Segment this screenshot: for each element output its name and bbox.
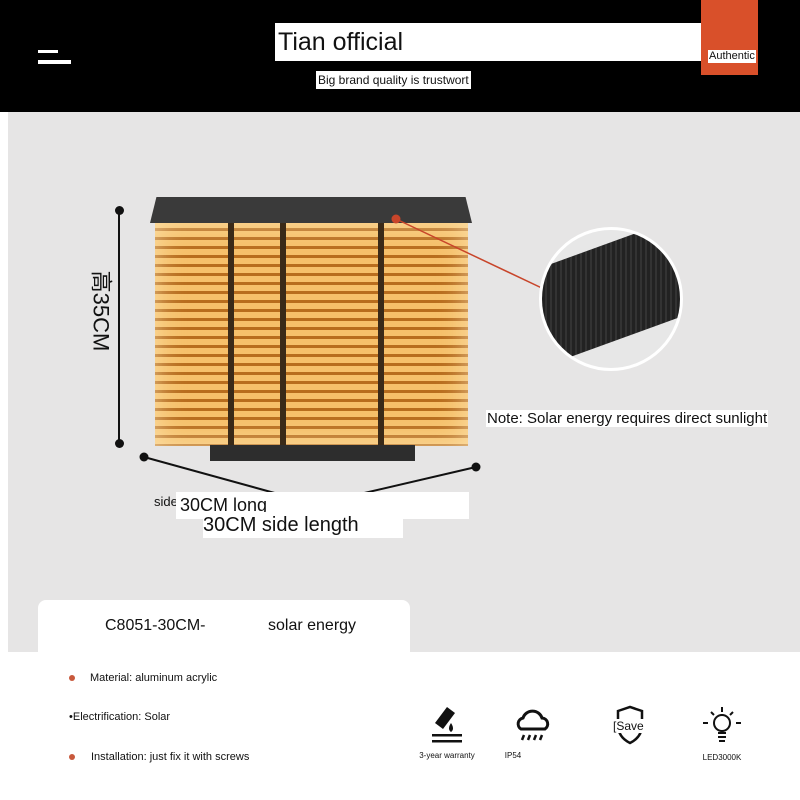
power-type: solar energy <box>268 617 357 634</box>
spec-installation: Installation: just fix it with screws <box>91 751 250 763</box>
lamp-post <box>228 222 234 446</box>
lamp-post <box>280 222 286 446</box>
feature-ip54: IP54 <box>488 705 578 760</box>
dimension-dot <box>115 206 124 215</box>
dimension-dot <box>115 439 124 448</box>
depth-dimension-line <box>359 466 477 495</box>
rain-cloud-icon <box>516 709 550 741</box>
height-dimension-line <box>118 210 120 443</box>
feature-label: IP54 <box>504 751 522 760</box>
feature-label: LED3000K <box>702 753 742 762</box>
feature-led: LED3000K <box>677 705 767 762</box>
callout-line <box>395 218 547 291</box>
side-length-label: 30CM side length <box>203 512 403 538</box>
spec-electrification: •Electrification: Solar <box>69 711 171 723</box>
feature-label: 3-year warranty <box>419 751 475 760</box>
dimension-dot <box>471 462 481 472</box>
light-bulb-icon <box>703 707 741 742</box>
solar-panel-detail <box>539 227 683 371</box>
authentic-badge-text: Authentic <box>708 50 756 63</box>
lamp-solar-lid <box>150 197 472 223</box>
waterproof-icon <box>432 707 462 743</box>
callout-dot <box>391 214 401 224</box>
lamp-body <box>155 222 468 446</box>
bullet-dot <box>69 754 75 760</box>
solar-panel-closeup <box>542 230 680 368</box>
feature-warranty: 3-year warranty <box>402 705 492 760</box>
lamp-base <box>210 445 415 461</box>
side-label-fragment: side <box>154 494 178 509</box>
spec-material: Material: aluminum acrylic <box>90 672 218 684</box>
menu-icon[interactable] <box>38 50 58 53</box>
lamp-post <box>378 222 384 446</box>
sunlight-note: Note: Solar energy requires direct sunli… <box>486 410 769 427</box>
dimension-dot <box>139 452 149 462</box>
menu-icon-bar[interactable] <box>38 60 71 64</box>
feature-save: [Save <box>585 705 675 751</box>
feature-label: [Save <box>613 719 644 733</box>
store-slogan: Big brand quality is trustwort <box>316 71 471 89</box>
specs-section <box>0 652 800 800</box>
model-number: C8051-30CM- <box>105 617 206 634</box>
model-card <box>38 600 410 660</box>
store-title: Tian official <box>275 23 750 61</box>
bullet-dot <box>69 675 75 681</box>
